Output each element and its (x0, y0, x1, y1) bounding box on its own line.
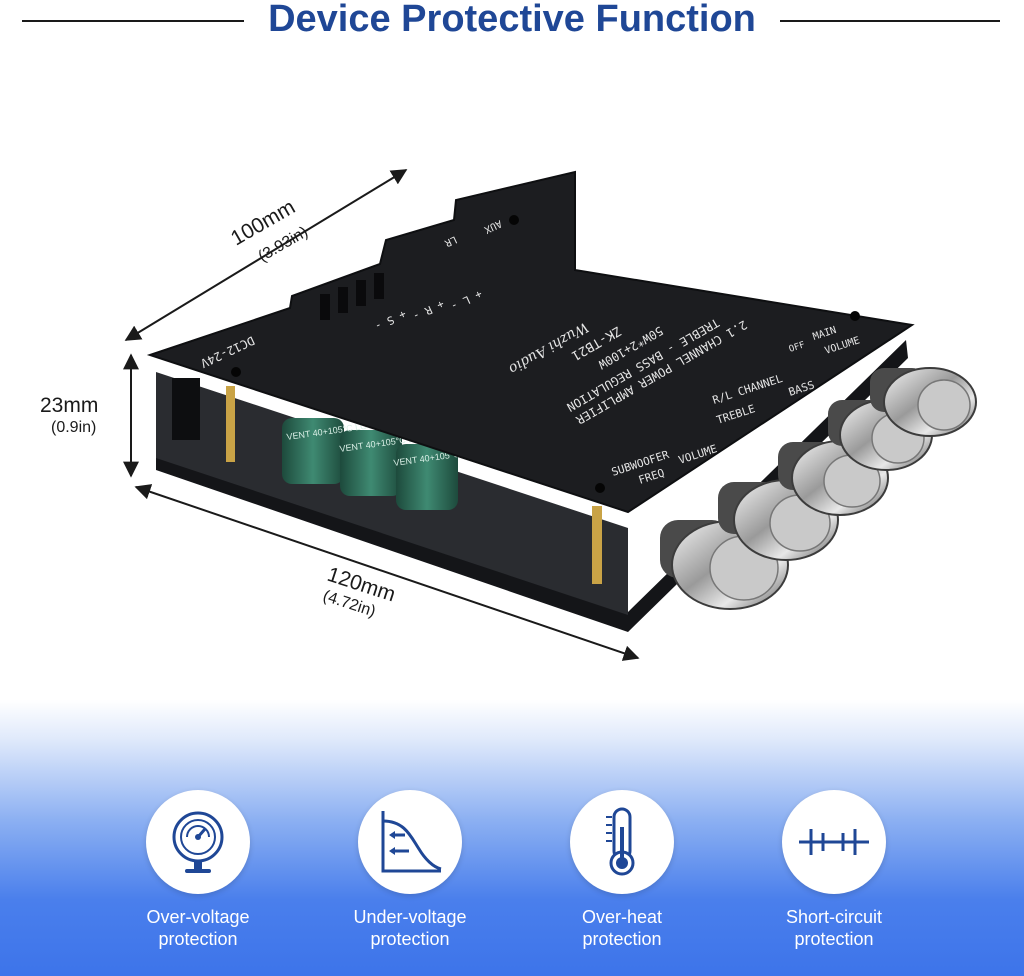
title-divider-right (780, 20, 1000, 22)
feature-subtitle: protection (370, 929, 450, 949)
title-divider-left (22, 20, 244, 22)
feature-title: Short-circuit (785, 907, 883, 927)
capacitor-1 (282, 418, 344, 484)
dc-jack (172, 378, 200, 440)
feature-title: Over-voltage (146, 907, 250, 927)
off-label: OFF (788, 340, 807, 355)
screw-1 (231, 367, 241, 377)
feature-title: Under-voltage (353, 907, 467, 927)
feature-subtitle: protection (582, 929, 662, 949)
length-arrow (124, 169, 408, 341)
voltage-curve-icon (381, 811, 442, 873)
screw-2 (509, 215, 519, 225)
feature-over-voltage: Over-voltage protection (98, 790, 298, 950)
feature-short-circuit: Short-circuit protection (734, 790, 934, 950)
feature-icon-circle (782, 790, 886, 894)
feature-subtitle: protection (158, 929, 238, 949)
height-mm-label: 23mm (40, 394, 98, 417)
capacitor-2 (340, 430, 402, 496)
knob-main-volume[interactable] (870, 367, 977, 437)
width-arrow (134, 484, 640, 661)
feature-icon-circle (570, 790, 674, 894)
top-board (146, 170, 915, 514)
screw-3 (850, 311, 860, 321)
feature-under-voltage: Under-voltage protection (310, 790, 510, 950)
standoff-left (226, 386, 235, 462)
feature-title: Over-heat (581, 907, 663, 927)
feature-over-heat: Over-heat protection (522, 790, 722, 950)
feature-icon-circle (358, 790, 462, 894)
protection-features: Over-voltage protection Under-voltage pr… (0, 790, 1024, 970)
height-inch-label: (0.9in) (51, 419, 96, 436)
screw-4 (595, 483, 605, 493)
pressure-gauge-icon (172, 811, 224, 873)
capacitor-3 (396, 444, 458, 510)
feature-icon-circle (146, 790, 250, 894)
heatsink-fins (320, 273, 384, 320)
circuit-icon (799, 829, 869, 855)
feature-subtitle: protection (794, 929, 874, 949)
thermometer-icon (606, 807, 635, 876)
header: Device Protective Function (0, 0, 1024, 44)
standoff-right (592, 506, 602, 584)
knob-treble[interactable] (778, 440, 889, 516)
lr-label: LR (442, 233, 458, 248)
page-title: Device Protective Function (268, 0, 756, 40)
amplifier-board-illustration: 100mm (3.93in) 23mm (0.9in) 120mm (4.72i… (40, 169, 977, 661)
